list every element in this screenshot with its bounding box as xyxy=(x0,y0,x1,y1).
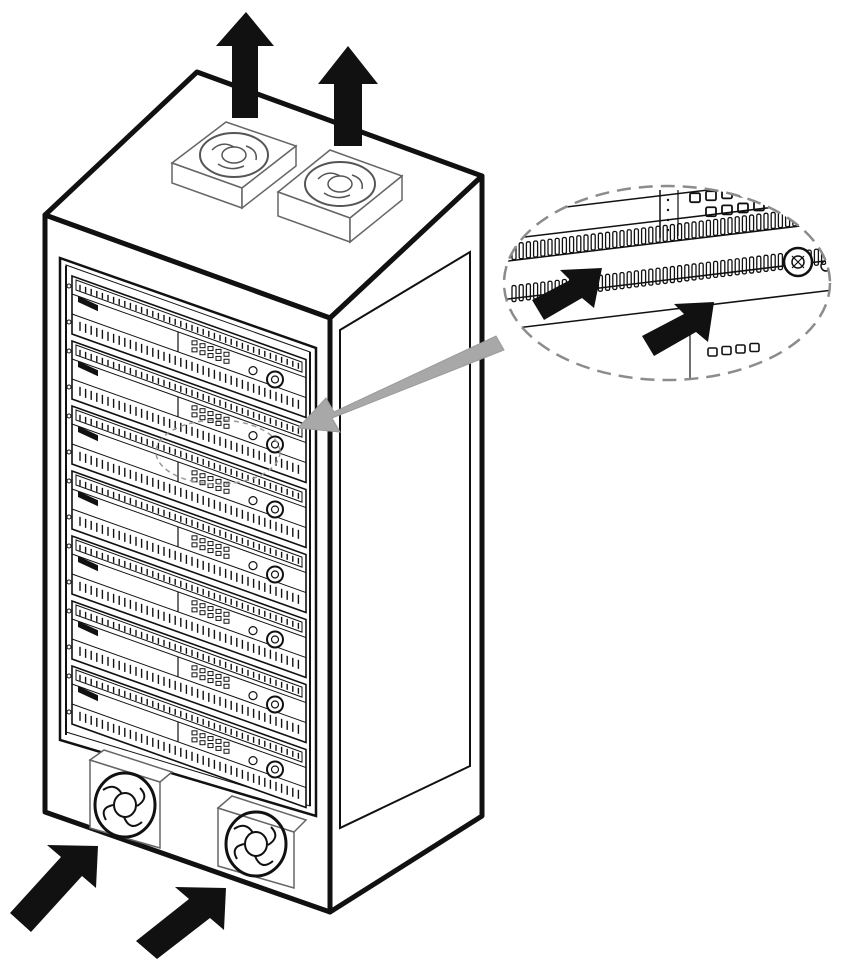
rack-unit xyxy=(66,339,307,484)
bottom-fan-right xyxy=(216,795,308,889)
rack-unit xyxy=(66,534,307,679)
rack-unit xyxy=(66,469,307,614)
intake-arrow-left xyxy=(10,845,98,932)
zoom-intake-arrow-right xyxy=(642,302,714,356)
rack-unit xyxy=(66,404,307,549)
rack-unit xyxy=(66,274,307,419)
exhaust-arrow-right xyxy=(318,46,378,146)
callout-pointer-arrow xyxy=(296,335,505,433)
bottom-fan-left xyxy=(88,749,174,849)
cabinet-side-panel xyxy=(339,250,471,830)
zoom-callout xyxy=(502,184,832,382)
top-fan-left xyxy=(170,121,298,210)
top-fan-right xyxy=(276,149,404,244)
intake-arrow-right xyxy=(136,887,226,959)
exhaust-arrow-left xyxy=(216,12,274,118)
rack-highlight-ring xyxy=(155,419,281,485)
rack-unit xyxy=(66,664,307,809)
zoom-dashed-border xyxy=(502,184,832,382)
zoom-intake-arrow-left xyxy=(532,268,602,320)
rack-units xyxy=(65,266,311,809)
cabinet-front-frame xyxy=(58,256,318,818)
